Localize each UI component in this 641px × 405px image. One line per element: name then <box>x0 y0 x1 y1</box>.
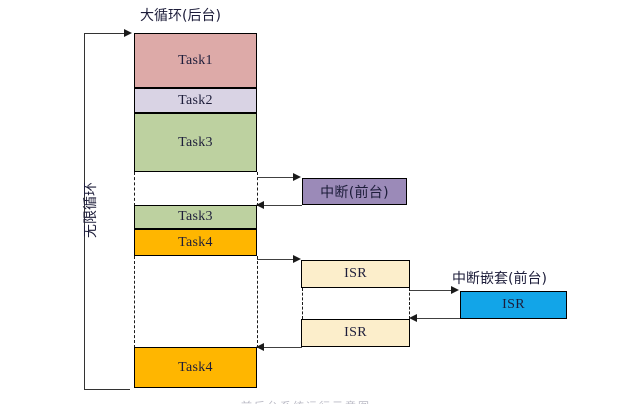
timeline-guide-right-2 <box>257 256 258 348</box>
nested-isr-return-arrowhead-icon <box>409 313 417 322</box>
isr-box-label: ISR <box>344 266 367 281</box>
isr-box-label: ISR <box>502 297 525 312</box>
task-box-task3-resume[interactable]: Task3 <box>134 205 257 229</box>
timeline-guide-isr-left <box>302 288 303 319</box>
task-box-task3[interactable]: Task3 <box>134 113 257 172</box>
isr-box-top[interactable]: ISR <box>301 260 410 288</box>
task-box-label: Task3 <box>178 134 213 150</box>
task-box-task1[interactable]: Task1 <box>134 33 257 88</box>
timeline-guide-right <box>257 172 258 206</box>
task-box-task4-resume[interactable]: Task4 <box>134 347 257 388</box>
page-title: 大循环(后台) <box>140 8 221 24</box>
task-box-task4[interactable]: Task4 <box>134 229 257 256</box>
interrupt-return-line <box>264 205 302 206</box>
loop-bracket-arrowhead-icon <box>124 28 132 37</box>
isr-box-label: ISR <box>344 325 367 340</box>
task-box-label: Task1 <box>178 52 213 68</box>
interrupt-box-label: 中断(前台) <box>320 184 389 201</box>
isr-box-bottom[interactable]: ISR <box>301 319 410 347</box>
nested-isr-return-line <box>417 318 460 319</box>
interrupt-box[interactable]: 中断(前台) <box>302 178 407 205</box>
nested-isr-entry-arrowhead-icon <box>451 285 459 294</box>
task-box-label: Task3 <box>178 209 213 224</box>
isr-return-line <box>264 347 302 348</box>
loop-bracket-vertical <box>84 33 85 389</box>
timeline-guide-left <box>134 172 135 206</box>
timeline-guide-isr-right <box>409 288 410 319</box>
nested-isr-entry-line <box>410 290 452 291</box>
isr-box-nested[interactable]: ISR <box>460 291 567 319</box>
interrupt-entry-line <box>257 177 294 178</box>
isr-return-arrowhead-icon <box>256 342 264 351</box>
task-box-label: Task4 <box>178 359 213 375</box>
task-box-label: Task4 <box>178 234 213 250</box>
task-box-label: Task2 <box>178 92 213 108</box>
task-box-task2[interactable]: Task2 <box>134 88 257 113</box>
timeline-guide-left-2 <box>134 256 135 348</box>
loop-bracket-bottom <box>84 389 130 390</box>
bottom-caption: 前后台系统运行示意图 <box>241 398 441 404</box>
isr-entry-arrowhead-icon <box>293 254 301 263</box>
nested-interrupt-title: 中断嵌套(前台) <box>452 271 547 287</box>
interrupt-entry-arrowhead-icon <box>293 172 301 181</box>
loop-bracket-top <box>84 33 126 34</box>
loop-caption: 无限循环 <box>83 182 99 238</box>
isr-entry-line <box>257 259 294 260</box>
interrupt-return-arrowhead-icon <box>256 200 264 209</box>
